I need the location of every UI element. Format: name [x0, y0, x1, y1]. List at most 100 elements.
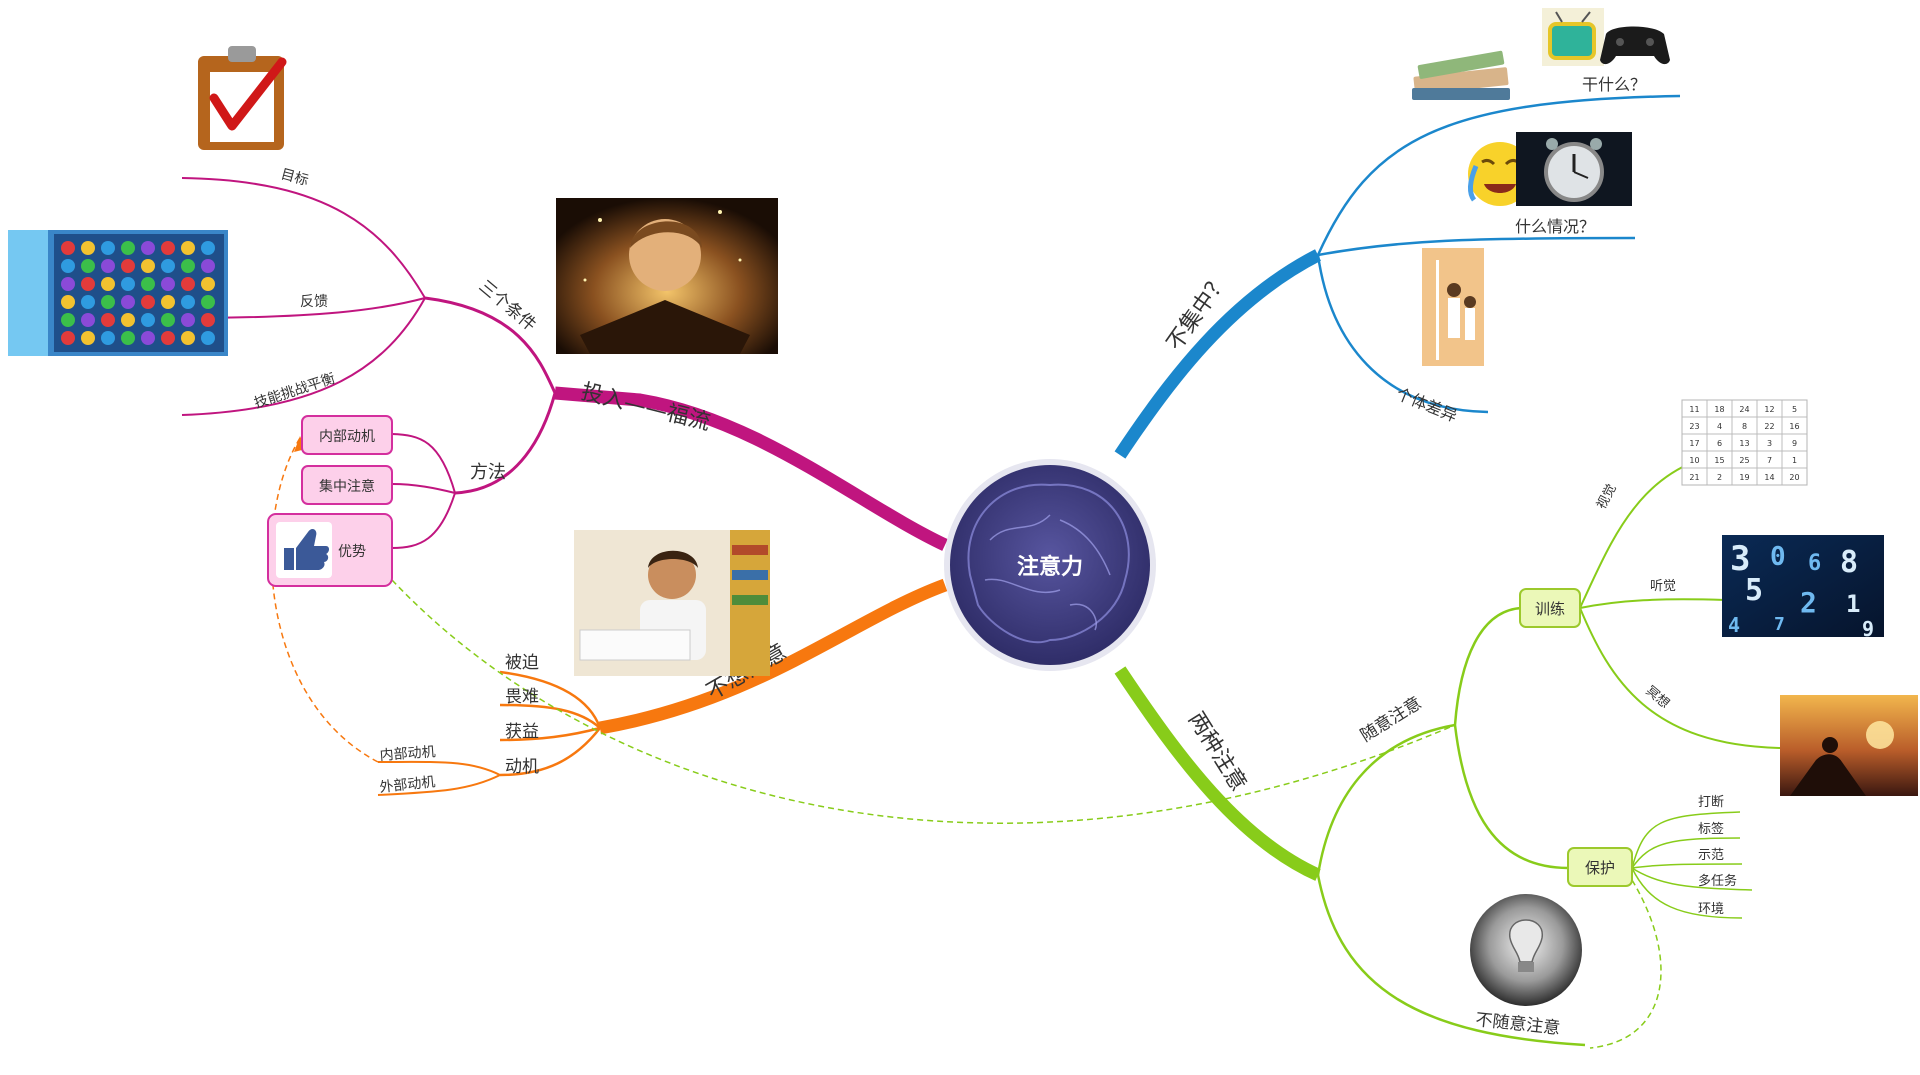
puzzle-tile — [161, 277, 175, 291]
training-box[interactable]: 训练 — [1519, 588, 1581, 628]
puzzle-tile — [201, 331, 215, 345]
puzzle-tile — [101, 313, 115, 327]
branch-twokinds-label: 两种注意 — [1183, 708, 1251, 796]
protection-label: 保护 — [1585, 859, 1615, 877]
unwilling-difficulty: 畏难 — [505, 687, 539, 707]
line-auditory — [1579, 598, 1726, 609]
puzzle-tiles — [61, 241, 215, 345]
protect-demo: 示范 — [1698, 848, 1724, 863]
puzzle-tile — [181, 313, 195, 327]
relation-strength-to-voluntary — [391, 579, 1456, 824]
branch-flow-main-tail — [424, 296, 557, 394]
schulte-cell-number: 7 — [1767, 456, 1772, 465]
voluntary-label: 随意注意 — [1357, 693, 1425, 746]
center-node[interactable]: 注意力 — [944, 459, 1156, 671]
puzzle-tile — [61, 313, 75, 327]
unwilling-gain: 获益 — [505, 722, 539, 742]
schulte-cell-number: 16 — [1789, 422, 1799, 431]
method-strength-box[interactable]: 优势 — [267, 513, 393, 587]
line-training — [1453, 606, 1523, 726]
puzzle-tile — [101, 241, 115, 255]
puzzle-tile — [61, 241, 75, 255]
puzzle-tile — [181, 259, 195, 273]
schulte-cell-number: 5 — [1792, 405, 1797, 414]
schulte-cell-number: 20 — [1789, 473, 1799, 482]
schulte-cell-number: 19 — [1739, 473, 1749, 482]
schulte-cell-number: 14 — [1764, 473, 1774, 482]
meditation-sunset-image — [1780, 695, 1918, 796]
line-demo — [1631, 863, 1743, 869]
schulte-cell-number: 11 — [1689, 405, 1699, 414]
schulte-cell-number: 3 — [1767, 439, 1772, 448]
puzzle-tile — [81, 241, 95, 255]
line-label — [1631, 837, 1741, 869]
digit-glyph: 7 — [1774, 614, 1785, 635]
puzzle-tile — [201, 295, 215, 309]
puzzle-tile — [121, 241, 135, 255]
protect-label: 标签 — [1698, 821, 1724, 837]
line-feedback — [179, 297, 426, 319]
schulte-cell — [1781, 467, 1808, 486]
puzzle-tile — [141, 295, 155, 309]
method-focus-box[interactable]: 集中注意 — [301, 465, 393, 505]
line-interrupt — [1631, 811, 1741, 869]
puzzle-tile — [161, 295, 175, 309]
puzzle-tile — [121, 259, 135, 273]
brain-icon — [967, 483, 1130, 644]
puzzle-tile — [101, 331, 115, 345]
line-environment — [1631, 867, 1743, 919]
branch-unwilling-tail — [499, 670, 602, 729]
puzzle-tile — [61, 259, 75, 273]
clipboard-check-icon — [198, 46, 287, 150]
involuntary-label: 不随意注意 — [1474, 1010, 1561, 1039]
schulte-cell-number: 8 — [1742, 422, 1747, 431]
schulte-cell-number: 2 — [1717, 473, 1722, 482]
light-bulb-image — [1470, 894, 1582, 1006]
schulte-cell-number: 18 — [1714, 405, 1724, 414]
puzzle-tile — [141, 331, 155, 345]
unwilling-motive: 动机 — [505, 757, 539, 777]
training-visual: 视觉 — [1594, 482, 1619, 512]
protection-box[interactable]: 保护 — [1567, 847, 1633, 887]
puzzle-tile — [161, 313, 175, 327]
schulte-cell-number: 21 — [1689, 473, 1699, 482]
puzzle-tile — [201, 241, 215, 255]
line-motive — [499, 727, 601, 777]
line-what — [1316, 94, 1681, 256]
digit-glyph: 0 — [1770, 542, 1786, 572]
relation-protection-to-involuntary — [1589, 879, 1662, 1049]
line-focus — [391, 483, 456, 494]
line-multitask — [1631, 867, 1753, 891]
puzzle-tile — [101, 295, 115, 309]
digit-glyph: 4 — [1728, 613, 1740, 637]
line-difficulty — [499, 703, 601, 729]
puzzle-tile — [161, 259, 175, 273]
schulte-cell-number: 15 — [1714, 456, 1724, 465]
puzzle-tile — [81, 313, 95, 327]
protect-interrupt: 打断 — [1698, 795, 1724, 810]
branch-unfocused-main — [1114, 249, 1321, 459]
training-label: 训练 — [1535, 600, 1565, 618]
relation-motive-to-intrinsic — [270, 437, 379, 763]
line-situation — [1317, 236, 1636, 257]
height-measure-image — [1422, 248, 1484, 366]
line-protection — [1453, 724, 1569, 870]
puzzle-tile — [61, 277, 75, 291]
line-strength — [391, 492, 456, 549]
method-strength-label: 优势 — [338, 544, 366, 560]
digit-glyph: 6 — [1808, 551, 1821, 576]
puzzle-tile — [161, 241, 175, 255]
puzzle-tile — [141, 277, 155, 291]
puzzle-tile — [81, 331, 95, 345]
puzzle-tile — [81, 277, 95, 291]
puzzle-tile — [61, 295, 75, 309]
branch-flow-label: 投入——福流 — [579, 380, 713, 436]
method-intrinsic-box[interactable]: 内部动机 — [301, 415, 393, 455]
tv-icon — [1542, 8, 1604, 66]
condition-feedback: 反馈 — [300, 294, 328, 310]
digit-glyph: 2 — [1800, 586, 1817, 619]
